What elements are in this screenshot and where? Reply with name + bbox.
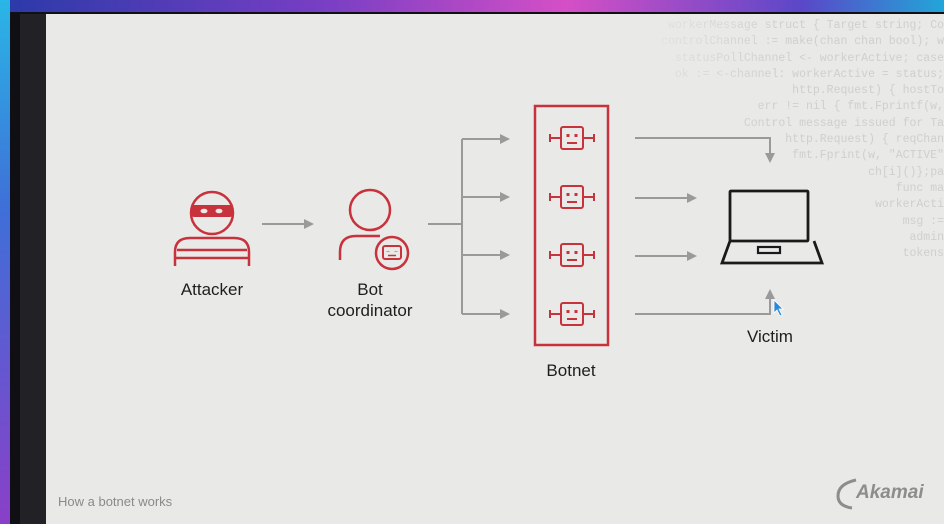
slide-left-edge [20, 14, 46, 524]
background-code-line: workerMessage struct { Target string; Co [667, 19, 944, 32]
background-code-line: err != nil { fmt.Fprintf(w, [757, 100, 944, 114]
coordinator-label: Bot coordinator [310, 279, 430, 321]
robot-head-icon [549, 302, 595, 326]
top-accent-stripe [0, 0, 944, 12]
robot-head-icon [549, 185, 595, 209]
background-code-line: fmt.Fprint(w, "ACTIVE" [792, 149, 944, 163]
background-code-line: msg := [902, 214, 944, 228]
background-code: workerMessage struct { Target string; Co… [614, 18, 944, 318]
background-code-line: admin [909, 230, 944, 244]
robot-head-icon [549, 126, 595, 150]
arrows-coordinator-to-bots [428, 134, 510, 319]
background-code-line: workerActi [874, 198, 944, 212]
background-code-line: tokens [902, 247, 944, 261]
background-code-line: controlChannel := make(chan chan bool); … [661, 35, 944, 49]
background-code-line: Control message issued for Ta [743, 116, 944, 130]
background-code-line: func ma [895, 181, 944, 195]
brand-logo: Akamai [834, 476, 934, 510]
brand-name: Akamai [856, 482, 924, 503]
slide: workerMessage struct { Target string; Co… [20, 14, 944, 524]
victim-label: Victim [747, 327, 793, 346]
masked-thief-icon [173, 190, 251, 266]
robot-head-icon [549, 243, 595, 267]
botnet-diagram [173, 104, 824, 347]
left-accent-stripe [0, 0, 10, 524]
botnet-box [533, 104, 610, 347]
background-code-line: ch[i]()};pa [868, 165, 944, 179]
background-code-line: statusPollChannel <- workerActive; case [674, 51, 944, 65]
background-code-line: http.Request) { reqChan [785, 133, 944, 147]
arrows-bots-to-victim [635, 137, 775, 315]
background-code-line: http.Request) { hostTo [792, 84, 944, 98]
mouse-cursor-icon [773, 299, 784, 317]
coordinator-label-line2: coordinator [327, 301, 413, 320]
person-with-bot-icon [338, 188, 410, 271]
attacker-label: Attacker [180, 280, 244, 299]
laptop-icon [720, 189, 824, 265]
botnet-label: Botnet [546, 361, 596, 380]
brand-swoosh-icon [836, 478, 857, 510]
background-code-line: ok := <-channel: workerActive = status; [674, 67, 944, 81]
slide-caption: How a botnet works [58, 494, 173, 509]
coordinator-label-line1: Bot [357, 280, 383, 299]
bot-list [549, 126, 595, 326]
